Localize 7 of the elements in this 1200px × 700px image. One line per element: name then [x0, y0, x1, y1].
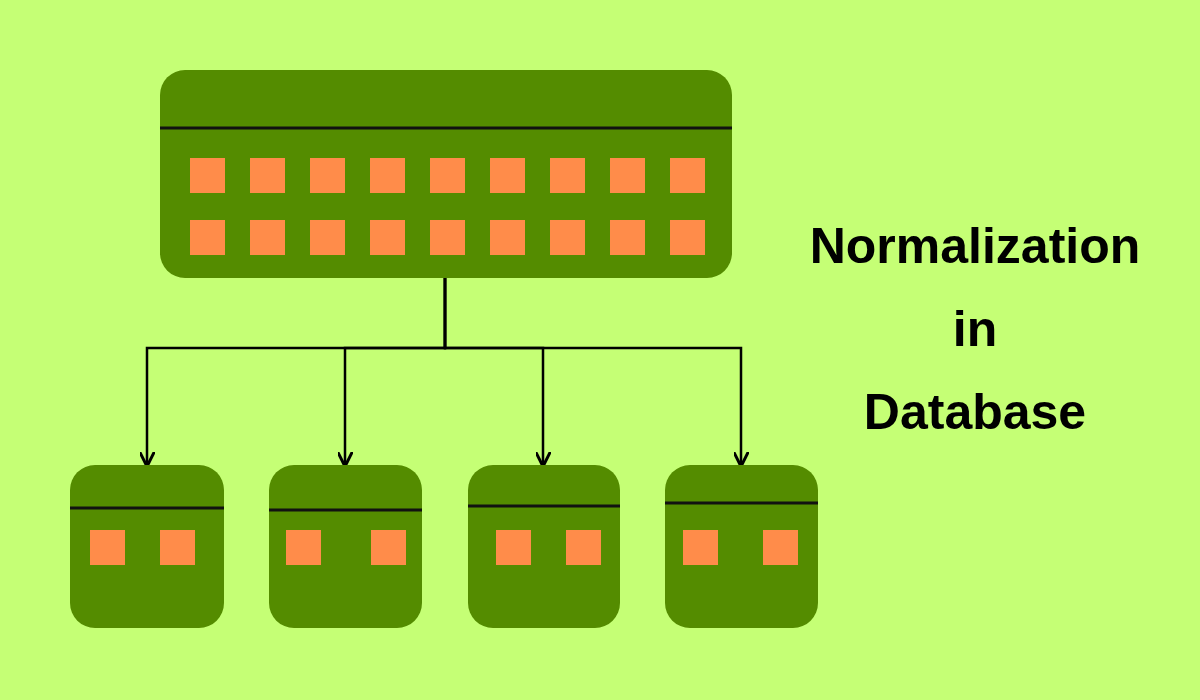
- table-drawing: [665, 465, 818, 628]
- table-drawing: [70, 465, 224, 628]
- diagram-title: Normalization in Database: [808, 217, 1142, 442]
- table-drawing: [468, 465, 620, 628]
- table-drawing: [269, 465, 422, 628]
- connector-arrow: [443, 278, 750, 468]
- table-drawing: [160, 70, 732, 278]
